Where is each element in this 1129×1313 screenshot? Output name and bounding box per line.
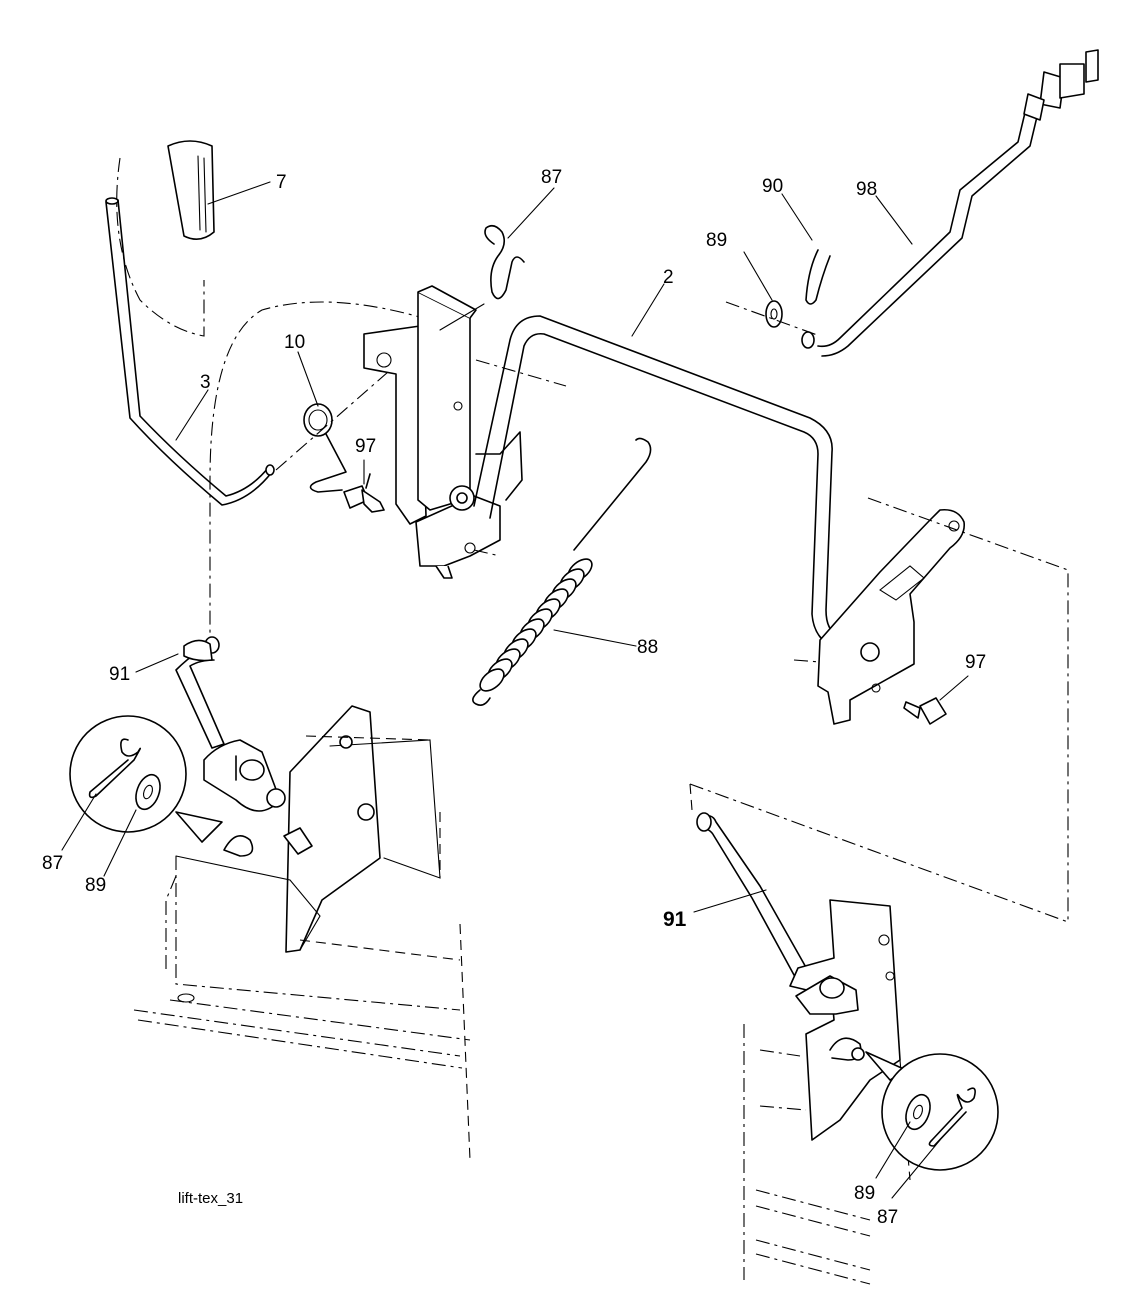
part-97-bolt-left <box>343 473 385 513</box>
part-3-lift-handle-rod <box>105 197 275 506</box>
callout-91-right: 91 <box>663 908 687 931</box>
callout-87-right: 87 <box>877 1207 898 1228</box>
part-97-bolt-right <box>903 697 947 725</box>
left-lower-assembly <box>133 705 471 1161</box>
leader-lines <box>61 181 969 1199</box>
callout-7: 7 <box>276 172 287 193</box>
callout-2: 2 <box>663 267 674 288</box>
part-7-handle-grip <box>116 140 215 337</box>
detail-circle-right <box>865 1051 999 1171</box>
part-88-extension-spring <box>472 437 652 706</box>
callout-90: 90 <box>762 176 783 197</box>
part-98-rod-assembly <box>725 49 1099 357</box>
center-bracket <box>363 285 567 579</box>
callout-89-left: 89 <box>85 875 106 896</box>
callout-10: 10 <box>284 332 305 353</box>
callout-88: 88 <box>637 637 658 658</box>
part-10-torsion-spring <box>275 371 389 493</box>
callout-89-right: 89 <box>854 1183 875 1204</box>
right-bracket <box>793 497 1069 922</box>
callout-98: 98 <box>856 179 877 200</box>
callout-labels: 7 87 90 98 89 2 10 3 97 88 97 91 87 89 9… <box>42 167 986 1228</box>
part-87-hairpin-clip <box>439 224 525 331</box>
callout-91-left: 91 <box>109 664 130 685</box>
callout-89-top: 89 <box>706 230 727 251</box>
part-2-lift-shaft <box>473 315 841 649</box>
callout-97-left: 97 <box>355 436 376 457</box>
part-91-lift-link-left <box>175 636 225 749</box>
callout-97-right: 97 <box>965 652 986 673</box>
assembly-centerline <box>209 301 431 640</box>
callout-3: 3 <box>200 372 211 393</box>
callout-87-left: 87 <box>42 853 63 874</box>
figure-id: lift-tex_31 <box>178 1190 243 1207</box>
detail-circle-left <box>69 715 223 843</box>
callout-87-top: 87 <box>541 167 562 188</box>
